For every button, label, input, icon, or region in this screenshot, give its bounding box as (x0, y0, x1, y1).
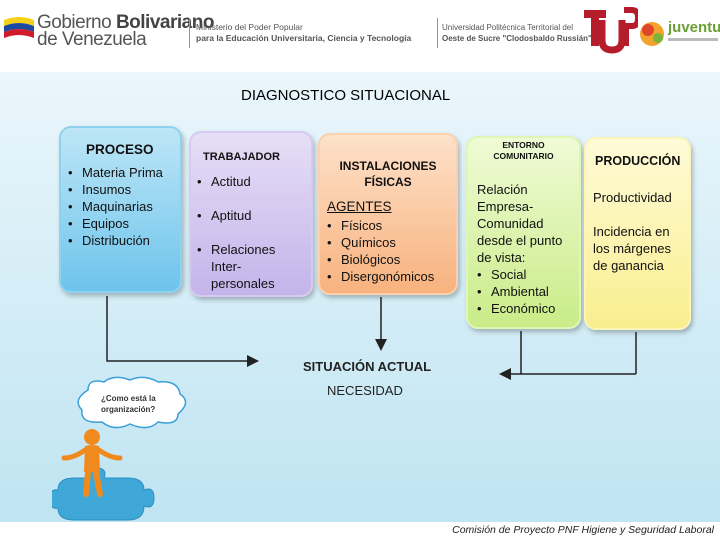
bubble-text: ¿Como está la organización? (101, 394, 156, 414)
list-item: Físicos (327, 217, 434, 234)
university-text: Universidad Politécnica Territorial del … (442, 23, 592, 43)
list-item: Económico (477, 300, 555, 317)
agentes-subtitle: AGENTES (327, 199, 392, 214)
ministry-text: Ministerio del Poder Popular para la Edu… (196, 22, 412, 43)
diagram-title: DIAGNOSTICO SITUACIONAL (241, 87, 451, 104)
situacion-actual-label: SITUACIÓN ACTUAL (303, 359, 432, 374)
produccion-box: PRODUCCIÓN Productividad Incidencia en l… (584, 137, 691, 330)
proceso-list: Materia Prima Insumos Maquinarias Equipo… (68, 164, 163, 249)
entorno-text: Relación Empresa- Comunidad desde el pun… (477, 182, 563, 265)
agentes-list: Físicos Químicos Biológicos Disergonómic… (327, 217, 434, 285)
list-item: Disergonómicos (327, 268, 434, 285)
list-item: Equipos (68, 215, 163, 232)
thinking-person-illustration (52, 429, 155, 521)
list-item: •Aptitud (197, 208, 252, 223)
arrow-entorno-to-center (499, 331, 522, 380)
produccion-title: PRODUCCIÓN (595, 154, 681, 168)
list-item: Ambiental (477, 283, 555, 300)
list-item: •Actitud (197, 174, 251, 189)
list-item: Materia Prima (68, 164, 163, 181)
list-item: Distribución (68, 232, 163, 249)
proceso-title: PROCESO (86, 142, 154, 157)
necesidad-label: NECESIDAD (327, 383, 403, 398)
list-item: Químicos (327, 234, 434, 251)
produccion-incidencia: Incidencia en los márgenes de ganancia (593, 224, 672, 273)
entorno-list: Social Ambiental Económico (477, 266, 555, 317)
produccion-productividad: Productividad (593, 190, 672, 205)
arrow-left-to-center (106, 296, 259, 367)
juventud-logo: juventud (640, 19, 720, 46)
trabajador-title: TRABAJADOR (203, 151, 280, 163)
list-item: Biológicos (327, 251, 434, 268)
footer-bar (0, 522, 720, 540)
header-separator (437, 18, 438, 48)
list-item: Insumos (68, 181, 163, 198)
venezuela-flag-logo (4, 17, 34, 38)
header-separator (189, 18, 190, 48)
list-item: Maquinarias (68, 198, 163, 215)
thought-bubble (77, 376, 187, 429)
list-item: Social (477, 266, 555, 283)
header-bar: Gobierno Bolivariano de Venezuela Minist… (0, 0, 720, 72)
proceso-box: PROCESO Materia Prima Insumos Maquinaria… (59, 126, 182, 293)
footer-text: Comisión de Proyecto PNF Higiene y Segur… (452, 524, 714, 536)
trabajador-box: TRABAJADOR •Actitud •Aptitud •Relaciones… (189, 131, 313, 297)
svg-text:juventud: juventud (667, 19, 720, 36)
